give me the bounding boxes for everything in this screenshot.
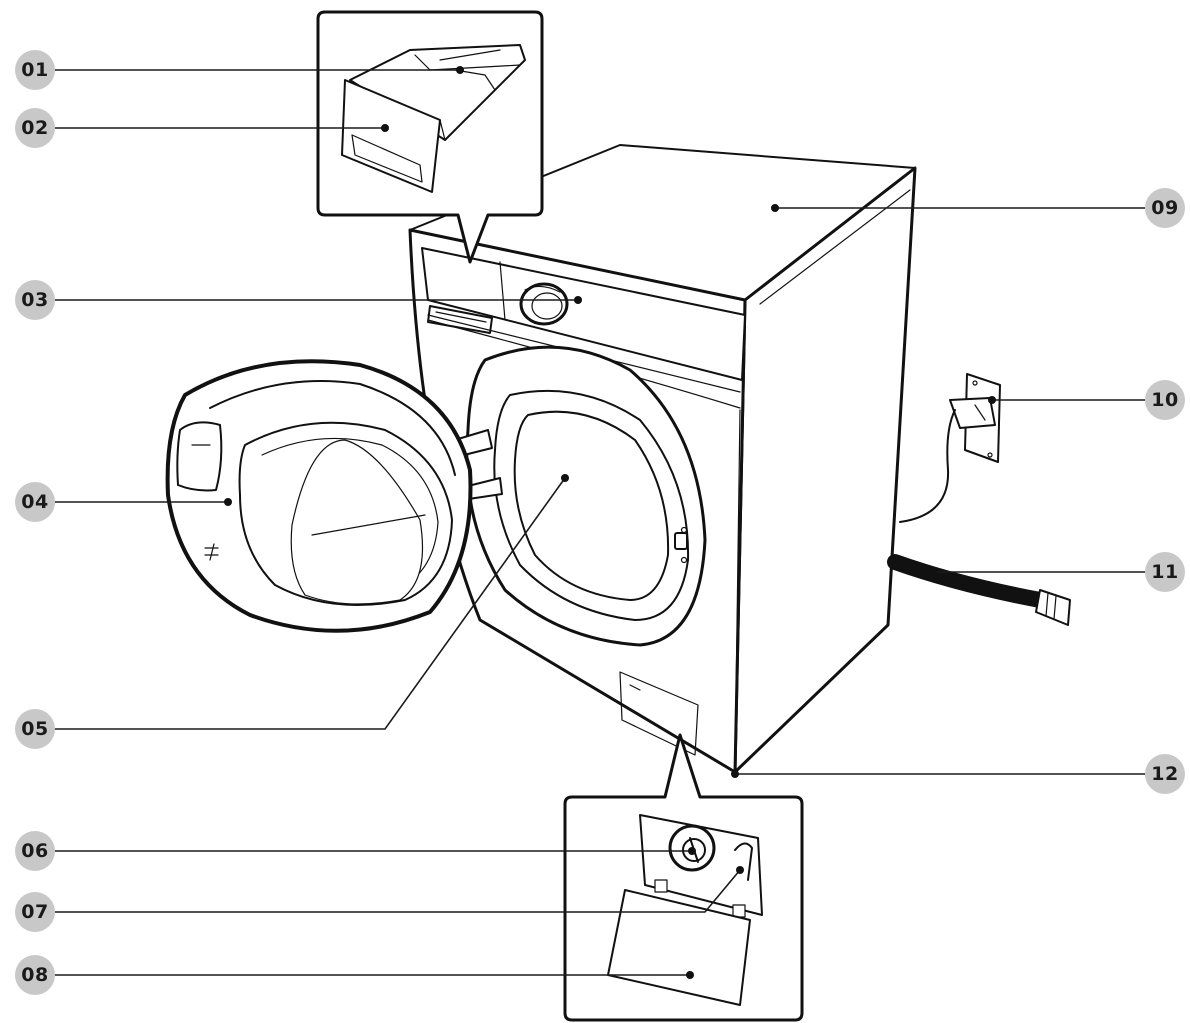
- label-06: 06: [21, 840, 48, 862]
- label-badge-10: 10: [1145, 380, 1185, 420]
- label-02: 02: [21, 117, 48, 139]
- label-11: 11: [1151, 561, 1178, 583]
- label-01: 01: [21, 59, 48, 81]
- label-badge-03: 03: [15, 280, 55, 320]
- label-12: 12: [1151, 763, 1178, 785]
- label-badge-02: 02: [15, 108, 55, 148]
- label-09: 09: [1151, 197, 1178, 219]
- open-door: [168, 361, 471, 631]
- label-badge-12: 12: [1145, 754, 1185, 794]
- control-knob: [521, 284, 567, 324]
- label-07: 07: [21, 901, 48, 923]
- label-08: 08: [21, 964, 48, 986]
- label-badge-11: 11: [1145, 552, 1185, 592]
- label-badge-09: 09: [1145, 188, 1185, 228]
- label-badge-06: 06: [15, 831, 55, 871]
- label-03: 03: [21, 289, 48, 311]
- label-badge-01: 01: [15, 50, 55, 90]
- power-outlet: [900, 374, 1000, 522]
- label-10: 10: [1151, 389, 1178, 411]
- label-badge-07: 07: [15, 892, 55, 932]
- label-badge-08: 08: [15, 955, 55, 995]
- label-04: 04: [21, 491, 48, 513]
- filter-callout-box: [565, 735, 802, 1020]
- label-badge-04: 04: [15, 482, 55, 522]
- label-05: 05: [21, 718, 48, 740]
- label-badge-05: 05: [15, 709, 55, 749]
